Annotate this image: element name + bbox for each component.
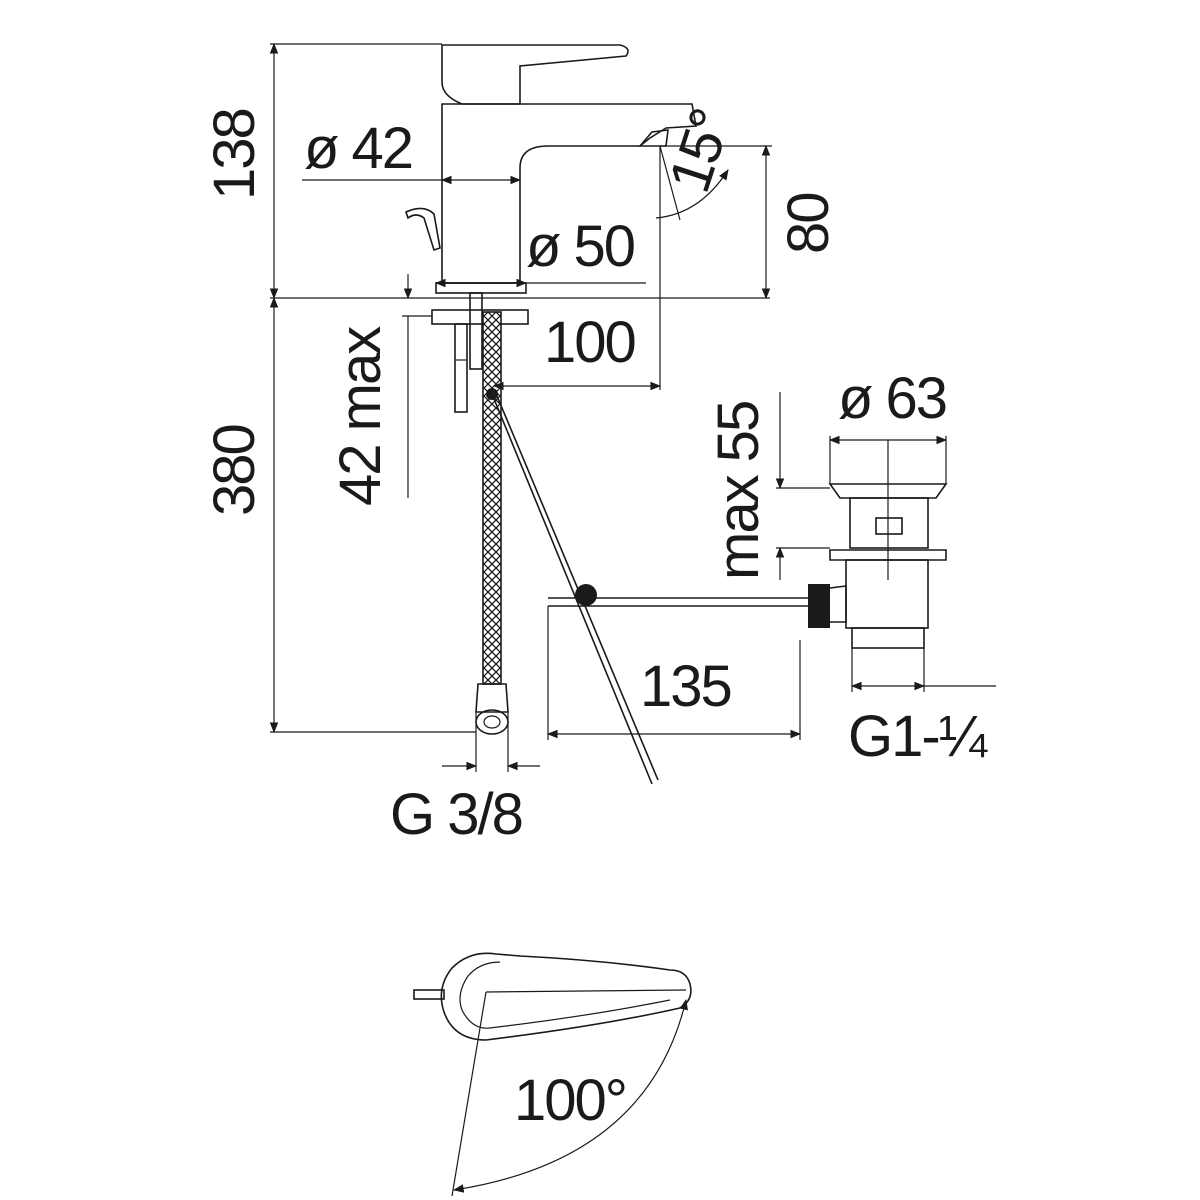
label-100-degrees: 100° [514,1068,626,1133]
label-80: 80 [776,193,841,254]
label-diameter-42: ø 42 [304,116,412,181]
label-135: 135 [640,654,731,719]
aerator [638,129,669,147]
label-138: 138 [202,109,267,200]
hose-connector [475,709,509,735]
label-15-degrees: 15° [657,102,744,200]
hose-nut [475,683,509,713]
label-g-3-8: G 3/8 [390,782,522,847]
drain-nut [829,549,947,561]
label-diameter-50: ø 50 [526,214,634,279]
faucet-side-view [405,44,697,413]
pop-up-linkage [491,393,808,785]
label-42-max: 42 max [328,326,393,506]
mounting-washer [431,309,529,325]
drain-knurled-knob [808,584,830,628]
pop-up-knob [405,207,441,252]
lever-handle [441,44,629,105]
drain-flange [828,483,948,499]
flex-hose [475,311,509,735]
label-380: 380 [202,425,267,516]
faucet-base [435,282,527,294]
drain-slot [875,517,903,535]
pull-rod [496,395,659,781]
braided-hose [482,311,502,685]
mounting-stud [454,323,468,413]
label-max-55: max 55 [706,402,771,580]
pop-up-tube [469,292,483,370]
faucet-body [441,103,697,284]
top-view-lever [413,989,445,1000]
label-g1-quarter: G1-¼ [848,704,988,769]
dimension-lines [269,42,996,1193]
pop-up-drain [808,483,948,649]
label-100: 100 [544,310,635,375]
dimension-labels: 138 ø 42 15° 80 ø 50 42 max 100 380 ø 63… [202,102,990,1133]
rod-clip [575,584,597,606]
label-diameter-63: ø 63 [838,366,946,431]
